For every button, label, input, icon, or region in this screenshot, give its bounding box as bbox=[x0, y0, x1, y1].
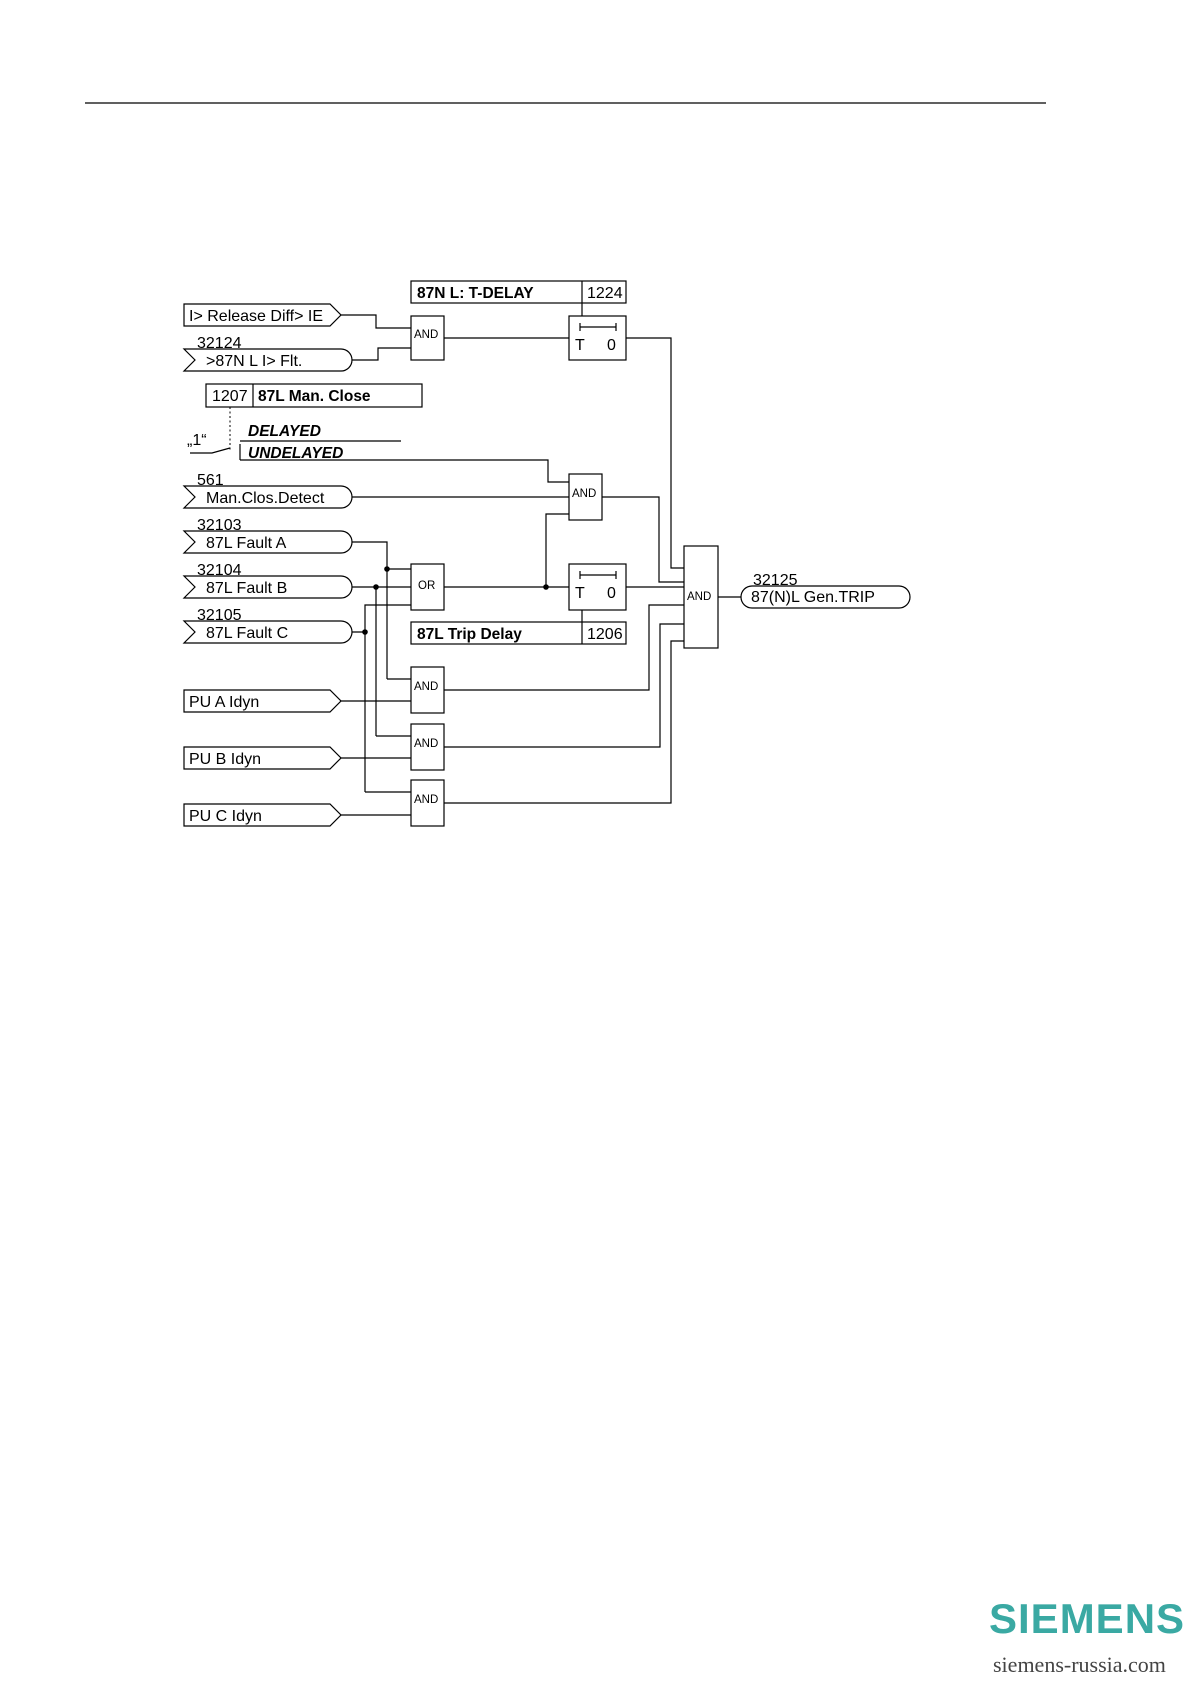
input-pu-b-idyn: PU B Idyn bbox=[183, 746, 342, 770]
gen-trip-address: 32125 bbox=[753, 572, 798, 589]
fault-a-label: 87L Fault A bbox=[206, 535, 287, 552]
svg-text:AND: AND bbox=[414, 329, 438, 341]
trip-delay-address: 1206 bbox=[587, 626, 623, 643]
const-one-label: „1“ bbox=[187, 432, 207, 449]
man-close-label: 87L Man. Close bbox=[258, 388, 371, 405]
fault-c-address: 32105 bbox=[197, 607, 242, 624]
and-gate-pu-a: AND bbox=[410, 666, 445, 714]
wires bbox=[190, 303, 741, 816]
junctions bbox=[362, 566, 549, 635]
man-clos-address: 561 bbox=[197, 472, 224, 489]
release-diff-label: I> Release Diff> IE bbox=[189, 308, 323, 325]
svg-text:AND: AND bbox=[414, 681, 438, 693]
input-87l-fault-a: 32103 87L Fault A bbox=[182, 517, 353, 554]
input-man-clos-detect: 561 Man.Clos.Detect bbox=[182, 472, 353, 509]
fault-a-address: 32103 bbox=[197, 517, 242, 534]
man-clos-label: Man.Clos.Detect bbox=[206, 490, 325, 507]
flt-label: >87N L I> Flt. bbox=[206, 353, 302, 370]
option-delayed: DELAYED bbox=[248, 423, 321, 440]
input-87l-fault-c: 32105 87L Fault C bbox=[182, 607, 353, 644]
svg-text:AND: AND bbox=[414, 738, 438, 750]
trip-delay-label: 87L Trip Delay bbox=[417, 626, 522, 643]
siemens-logo: SIEMENS bbox=[989, 1595, 1185, 1642]
svg-text:OR: OR bbox=[418, 580, 435, 592]
pu-c-label: PU C Idyn bbox=[189, 808, 262, 825]
flt-address: 32124 bbox=[197, 335, 242, 352]
and-gate-pu-c: AND bbox=[410, 779, 445, 827]
fault-b-label: 87L Fault B bbox=[206, 580, 287, 597]
input-87l-fault-b: 32104 87L Fault B bbox=[182, 562, 353, 599]
t-delay-label: 87N L: T-DELAY bbox=[417, 285, 534, 302]
svg-text:AND: AND bbox=[414, 794, 438, 806]
input-pu-c-idyn: PU C Idyn bbox=[183, 803, 342, 827]
pu-a-label: PU A Idyn bbox=[189, 694, 259, 711]
fault-b-address: 32104 bbox=[197, 562, 242, 579]
t-delay-address: 1224 bbox=[587, 285, 623, 302]
input-87nl-flt: 32124 >87N L I> Flt. bbox=[182, 335, 353, 372]
and-gate-pu-b: AND bbox=[410, 723, 445, 771]
param-man-close: 1207 87L Man. Close bbox=[205, 383, 423, 408]
output-gen-trip: 32125 87(N)L Gen.TRIP bbox=[740, 572, 911, 609]
svg-text:AND: AND bbox=[687, 591, 711, 603]
svg-text:AND: AND bbox=[572, 488, 596, 500]
man-close-address: 1207 bbox=[212, 388, 248, 405]
option-undelayed: UNDELAYED bbox=[248, 445, 343, 462]
param-t-delay: 87N L: T-DELAY 1224 bbox=[410, 280, 627, 304]
timer-t-label: T bbox=[575, 337, 585, 354]
timer-zero-label: 0 bbox=[607, 585, 616, 602]
fault-c-label: 87L Fault C bbox=[206, 625, 288, 642]
gen-trip-label: 87(N)L Gen.TRIP bbox=[751, 589, 875, 606]
timer-trip-delay: T 0 bbox=[568, 563, 627, 611]
and-gate-final: AND bbox=[683, 545, 719, 649]
timer-t-label: T bbox=[575, 585, 585, 602]
timer-t-delay: T 0 bbox=[568, 315, 627, 361]
pu-b-label: PU B Idyn bbox=[189, 751, 261, 768]
param-trip-delay: 87L Trip Delay 1206 bbox=[410, 621, 627, 645]
site-url: siemens-russia.com bbox=[993, 1652, 1166, 1677]
input-release-diff: I> Release Diff> IE bbox=[183, 303, 342, 327]
and-gate-man-close: AND bbox=[568, 473, 603, 521]
timer-zero-label: 0 bbox=[607, 337, 616, 354]
or-gate-faults: OR bbox=[410, 563, 445, 611]
and-gate-release: AND bbox=[410, 315, 445, 361]
input-pu-a-idyn: PU A Idyn bbox=[183, 689, 342, 713]
